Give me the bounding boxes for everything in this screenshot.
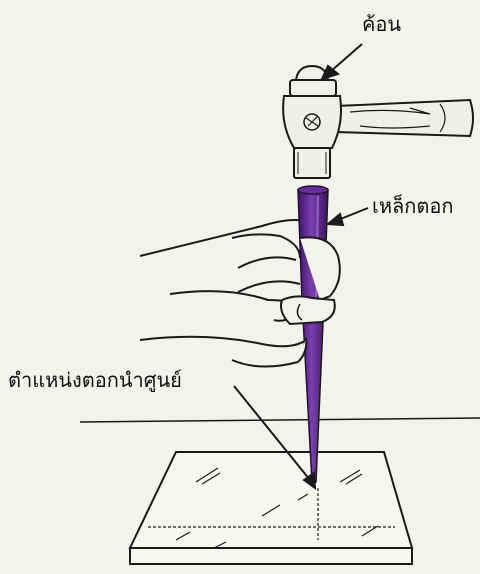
center-punch — [298, 186, 328, 482]
hammer-label: ค้อน — [362, 14, 401, 34]
table-edge-line — [80, 418, 480, 422]
punch-pointer-arrow — [328, 208, 368, 225]
hammer-handle — [336, 100, 473, 136]
hammer-pointer-arrow — [322, 44, 362, 79]
center-mark-position-label: ตำแหน่งตอกนำศูนย์ — [8, 370, 182, 390]
hand — [140, 220, 320, 292]
workpiece-plate — [130, 452, 412, 564]
hammer-head — [283, 66, 341, 178]
center-punch-label: เหล็กตอก — [372, 196, 454, 216]
